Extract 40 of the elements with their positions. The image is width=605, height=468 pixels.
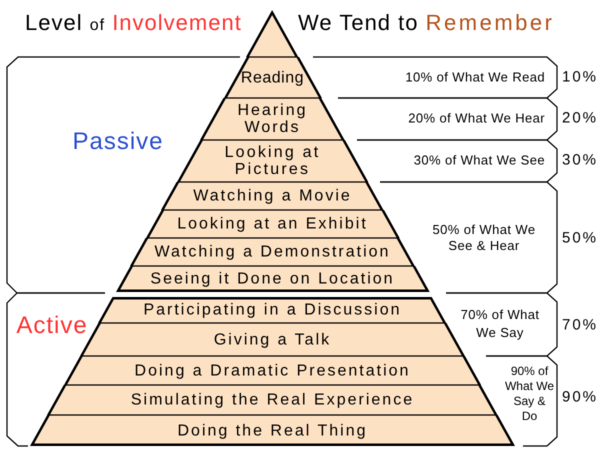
band-label: Hearing Words (236, 102, 308, 136)
pyramid-band (176, 139, 370, 183)
pyramid-band (129, 237, 416, 267)
pyramid-band (144, 209, 400, 239)
band-label: Seeing it Done on Location (150, 270, 395, 288)
percentage: 30% (562, 152, 598, 168)
recall-note: 70% of What We Say (460, 306, 540, 342)
band-label: Giving a Talk (214, 331, 332, 348)
band-label: Looking at an Exhibit (177, 216, 368, 232)
band-label: Watching a Demonstration (154, 244, 390, 260)
recall-note: 30% of What We See (414, 152, 545, 168)
band-label: Looking at Pictures (224, 144, 322, 178)
band-label: Doing a Dramatic Presentation (134, 362, 410, 379)
recall-note: 20% of What We Hear (408, 110, 545, 126)
recall-note: 10% of What We Read (405, 70, 545, 84)
pyramid-band (97, 296, 448, 324)
pyramid-band (160, 181, 385, 211)
pyramid-apex (245, 9, 300, 58)
percentage: 90% (562, 388, 598, 406)
group-label: Active (16, 312, 88, 340)
pyramid-band (62, 355, 482, 386)
column-heading: Level of Involvement (25, 10, 242, 36)
pyramid-band (29, 414, 516, 447)
percentage: 70% (562, 316, 598, 334)
percentage: 50% (562, 230, 598, 246)
band-label: Watching a Movie (193, 188, 352, 204)
pyramid-band (46, 384, 499, 416)
pyramid-band (114, 265, 430, 293)
percentage: 10% (562, 68, 598, 86)
group-label: Passive (72, 128, 164, 156)
pyramid-band (199, 97, 346, 141)
recall-note: 90% of What We Say & Do (504, 364, 554, 424)
band-label: Participating in a Discussion (143, 302, 402, 318)
column-heading: We Tend to Remember (298, 10, 554, 36)
band-label: Doing the Real Thing (177, 422, 368, 439)
band-label: Simulating the Real Experience (130, 392, 414, 408)
recall-note: 50% of What We See & Hear (432, 222, 536, 254)
percentage: 20% (562, 110, 598, 126)
pyramid-band (222, 56, 322, 99)
band-label: Reading (240, 69, 304, 86)
